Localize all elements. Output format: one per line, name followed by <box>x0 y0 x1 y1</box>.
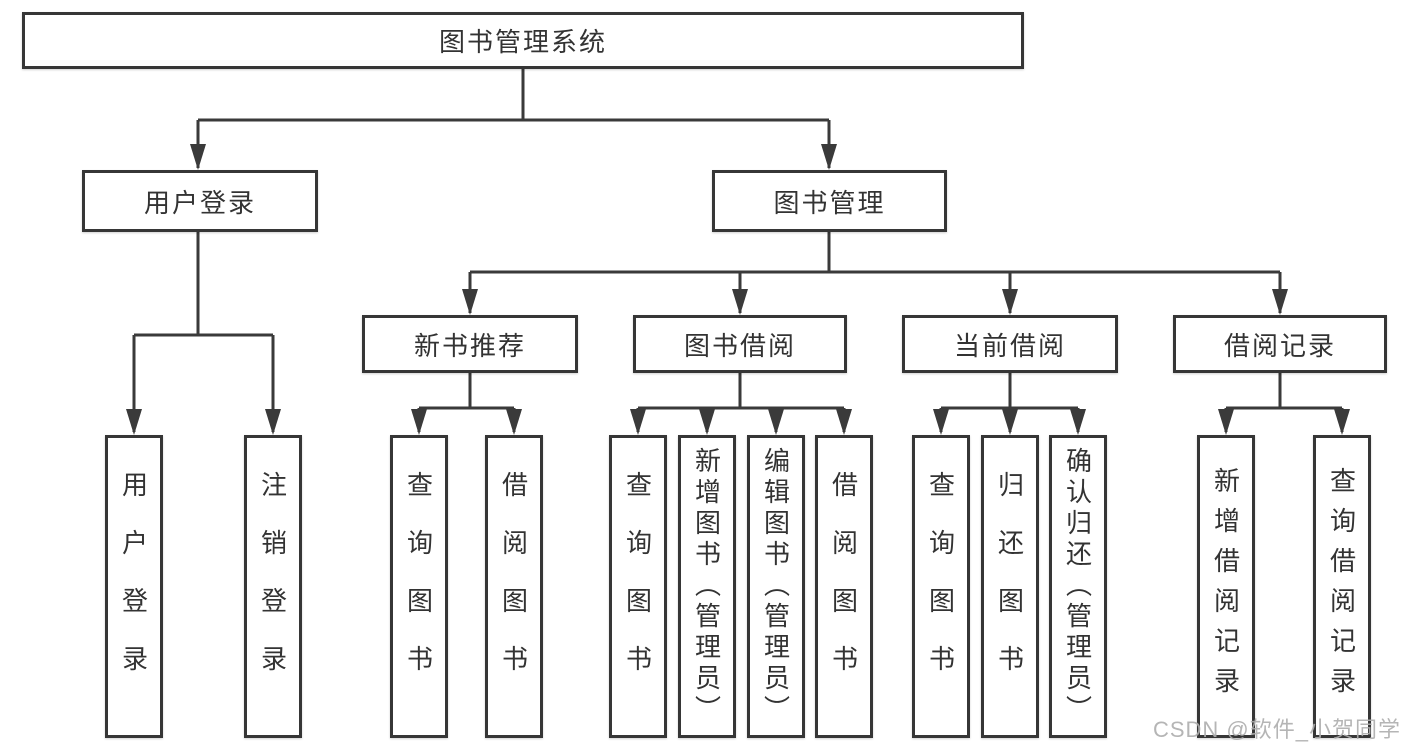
node-label: 用户登录 <box>143 187 256 218</box>
leaf-label: 查询图书 <box>925 470 956 703</box>
node-label: 新书推荐 <box>413 330 526 361</box>
node-user-login-branch: 用户登录 <box>82 170 318 232</box>
connector-new-book-recommend-to-leaves <box>411 373 522 435</box>
node-label: 图书管理系统 <box>438 27 607 57</box>
leaf-label: 注销登录 <box>257 470 288 703</box>
leaf-label: 归还图书 <box>994 470 1025 703</box>
node-book-borrow: 图书借阅 <box>633 315 847 373</box>
node-leaf-borrow-books: 借阅图书 <box>485 435 543 738</box>
node-leaf-return-books: 归还图书 <box>981 435 1039 738</box>
leaf-label: 编辑图书（管理员） <box>760 447 791 726</box>
leaf-label: 新增借阅记录 <box>1210 466 1241 707</box>
leaf-label: 查询借阅记录 <box>1326 466 1357 707</box>
leaf-label: 确认归还（管理员） <box>1062 447 1093 726</box>
node-library-management-system: 图书管理系统 <box>22 12 1024 69</box>
node-label: 借阅记录 <box>1223 330 1336 361</box>
node-leaf-logout: 注销登录 <box>244 435 302 738</box>
node-leaf-query-books-3: 查询图书 <box>912 435 970 738</box>
node-leaf-add-borrow-record: 新增借阅记录 <box>1197 435 1255 738</box>
node-current-borrow: 当前借阅 <box>902 315 1118 373</box>
connector-book-mgmt-to-modules <box>462 232 1288 315</box>
node-leaf-confirm-return-admin: 确认归还（管理员） <box>1049 435 1107 738</box>
leaf-label: 用户登录 <box>118 470 149 703</box>
node-label: 当前借阅 <box>953 330 1066 361</box>
node-leaf-query-borrow-record: 查询借阅记录 <box>1313 435 1371 738</box>
node-leaf-user-login: 用户登录 <box>105 435 163 738</box>
leaf-label: 查询图书 <box>622 470 653 703</box>
node-leaf-edit-books-admin: 编辑图书（管理员） <box>747 435 805 738</box>
node-new-book-recommend: 新书推荐 <box>362 315 578 373</box>
connector-current-borrow-to-leaves <box>933 373 1086 435</box>
node-borrow-record: 借阅记录 <box>1173 315 1387 373</box>
node-label: 图书管理 <box>773 187 886 218</box>
node-label: 图书借阅 <box>683 330 796 361</box>
node-leaf-add-books-admin: 新增图书（管理员） <box>678 435 736 738</box>
node-leaf-query-books-2: 查询图书 <box>609 435 667 738</box>
connector-borrow-record-to-leaves <box>1218 373 1350 435</box>
leaf-label: 借阅图书 <box>498 470 529 703</box>
csdn-watermark: CSDN @软件_小贺同学 <box>1152 717 1401 742</box>
connector-book-borrow-to-leaves <box>630 373 852 435</box>
leaf-label: 查询图书 <box>403 470 434 703</box>
leaf-label: 借阅图书 <box>828 470 859 703</box>
connector-root-to-branches <box>190 68 837 170</box>
leaf-label: 新增图书（管理员） <box>691 447 722 726</box>
node-leaf-borrow-books-2: 借阅图书 <box>815 435 873 738</box>
node-book-management-branch: 图书管理 <box>712 170 947 232</box>
connector-user-login-to-leaves <box>126 232 281 435</box>
node-leaf-query-books: 查询图书 <box>390 435 448 738</box>
